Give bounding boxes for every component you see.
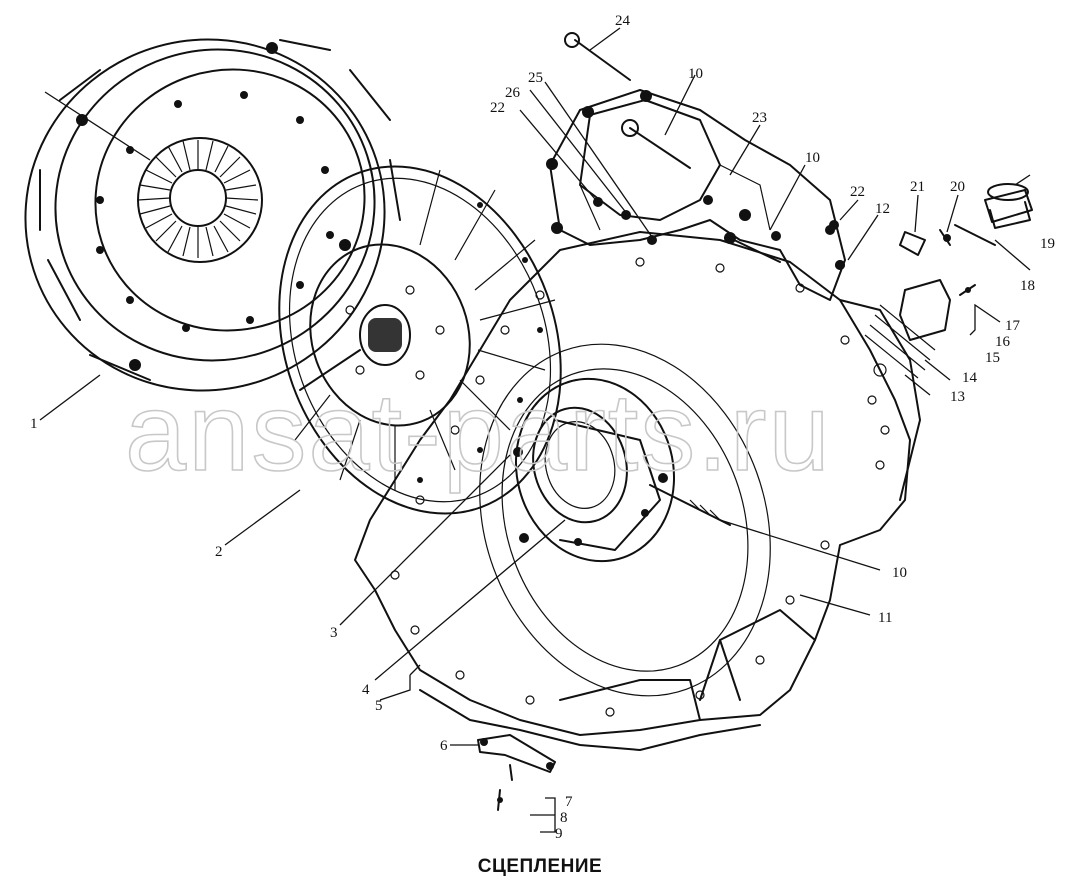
callout-24: 24 xyxy=(615,13,631,29)
callout-4: 4 xyxy=(362,682,370,698)
callout-19: 19 xyxy=(1040,236,1055,252)
callout-21: 21 xyxy=(910,179,925,195)
callout-2: 2 xyxy=(215,544,223,560)
callout-labels: 1 2 3 4 5 6 7 8 9 10 10 10 11 12 13 14 1… xyxy=(30,13,1055,842)
callout-8: 8 xyxy=(560,810,568,826)
fork-bolt xyxy=(649,484,731,526)
diagram-caption: СЦЕПЛЕНИЕ xyxy=(477,856,603,877)
callout-9: 9 xyxy=(555,826,563,842)
callout-23: 23 xyxy=(752,110,767,126)
callout-16: 16 xyxy=(995,334,1011,350)
leader-lines xyxy=(39,27,1031,833)
callout-20: 20 xyxy=(950,179,965,195)
callout-1: 1 xyxy=(30,416,38,432)
callout-3: 3 xyxy=(330,625,338,641)
callout-15: 15 xyxy=(985,350,1000,366)
upper-cover xyxy=(546,89,846,301)
callout-10-right: 10 xyxy=(805,150,820,166)
callout-25: 25 xyxy=(528,70,543,86)
callout-17: 17 xyxy=(1005,318,1021,334)
clutch-disc xyxy=(278,165,562,515)
callout-10-bottom: 10 xyxy=(892,565,907,581)
bearing-cover-plate xyxy=(513,377,676,563)
callout-26: 26 xyxy=(505,85,521,101)
callout-10-top: 10 xyxy=(688,66,703,82)
fork-bracket xyxy=(477,734,556,811)
long-bolts xyxy=(564,32,781,263)
callout-7: 7 xyxy=(565,794,573,810)
callout-5: 5 xyxy=(375,698,383,714)
watermark: ansat-parts.ru xyxy=(125,371,832,494)
callout-6: 6 xyxy=(440,738,448,754)
pressure-plate xyxy=(24,38,401,392)
callout-11: 11 xyxy=(878,610,892,626)
callout-22-left: 22 xyxy=(490,100,505,116)
callout-13: 13 xyxy=(950,389,965,405)
cylinder-parts xyxy=(825,183,1033,379)
callout-12: 12 xyxy=(875,201,890,217)
callout-18: 18 xyxy=(1020,278,1035,294)
callout-14: 14 xyxy=(962,370,978,386)
callout-22-right: 22 xyxy=(850,184,865,200)
